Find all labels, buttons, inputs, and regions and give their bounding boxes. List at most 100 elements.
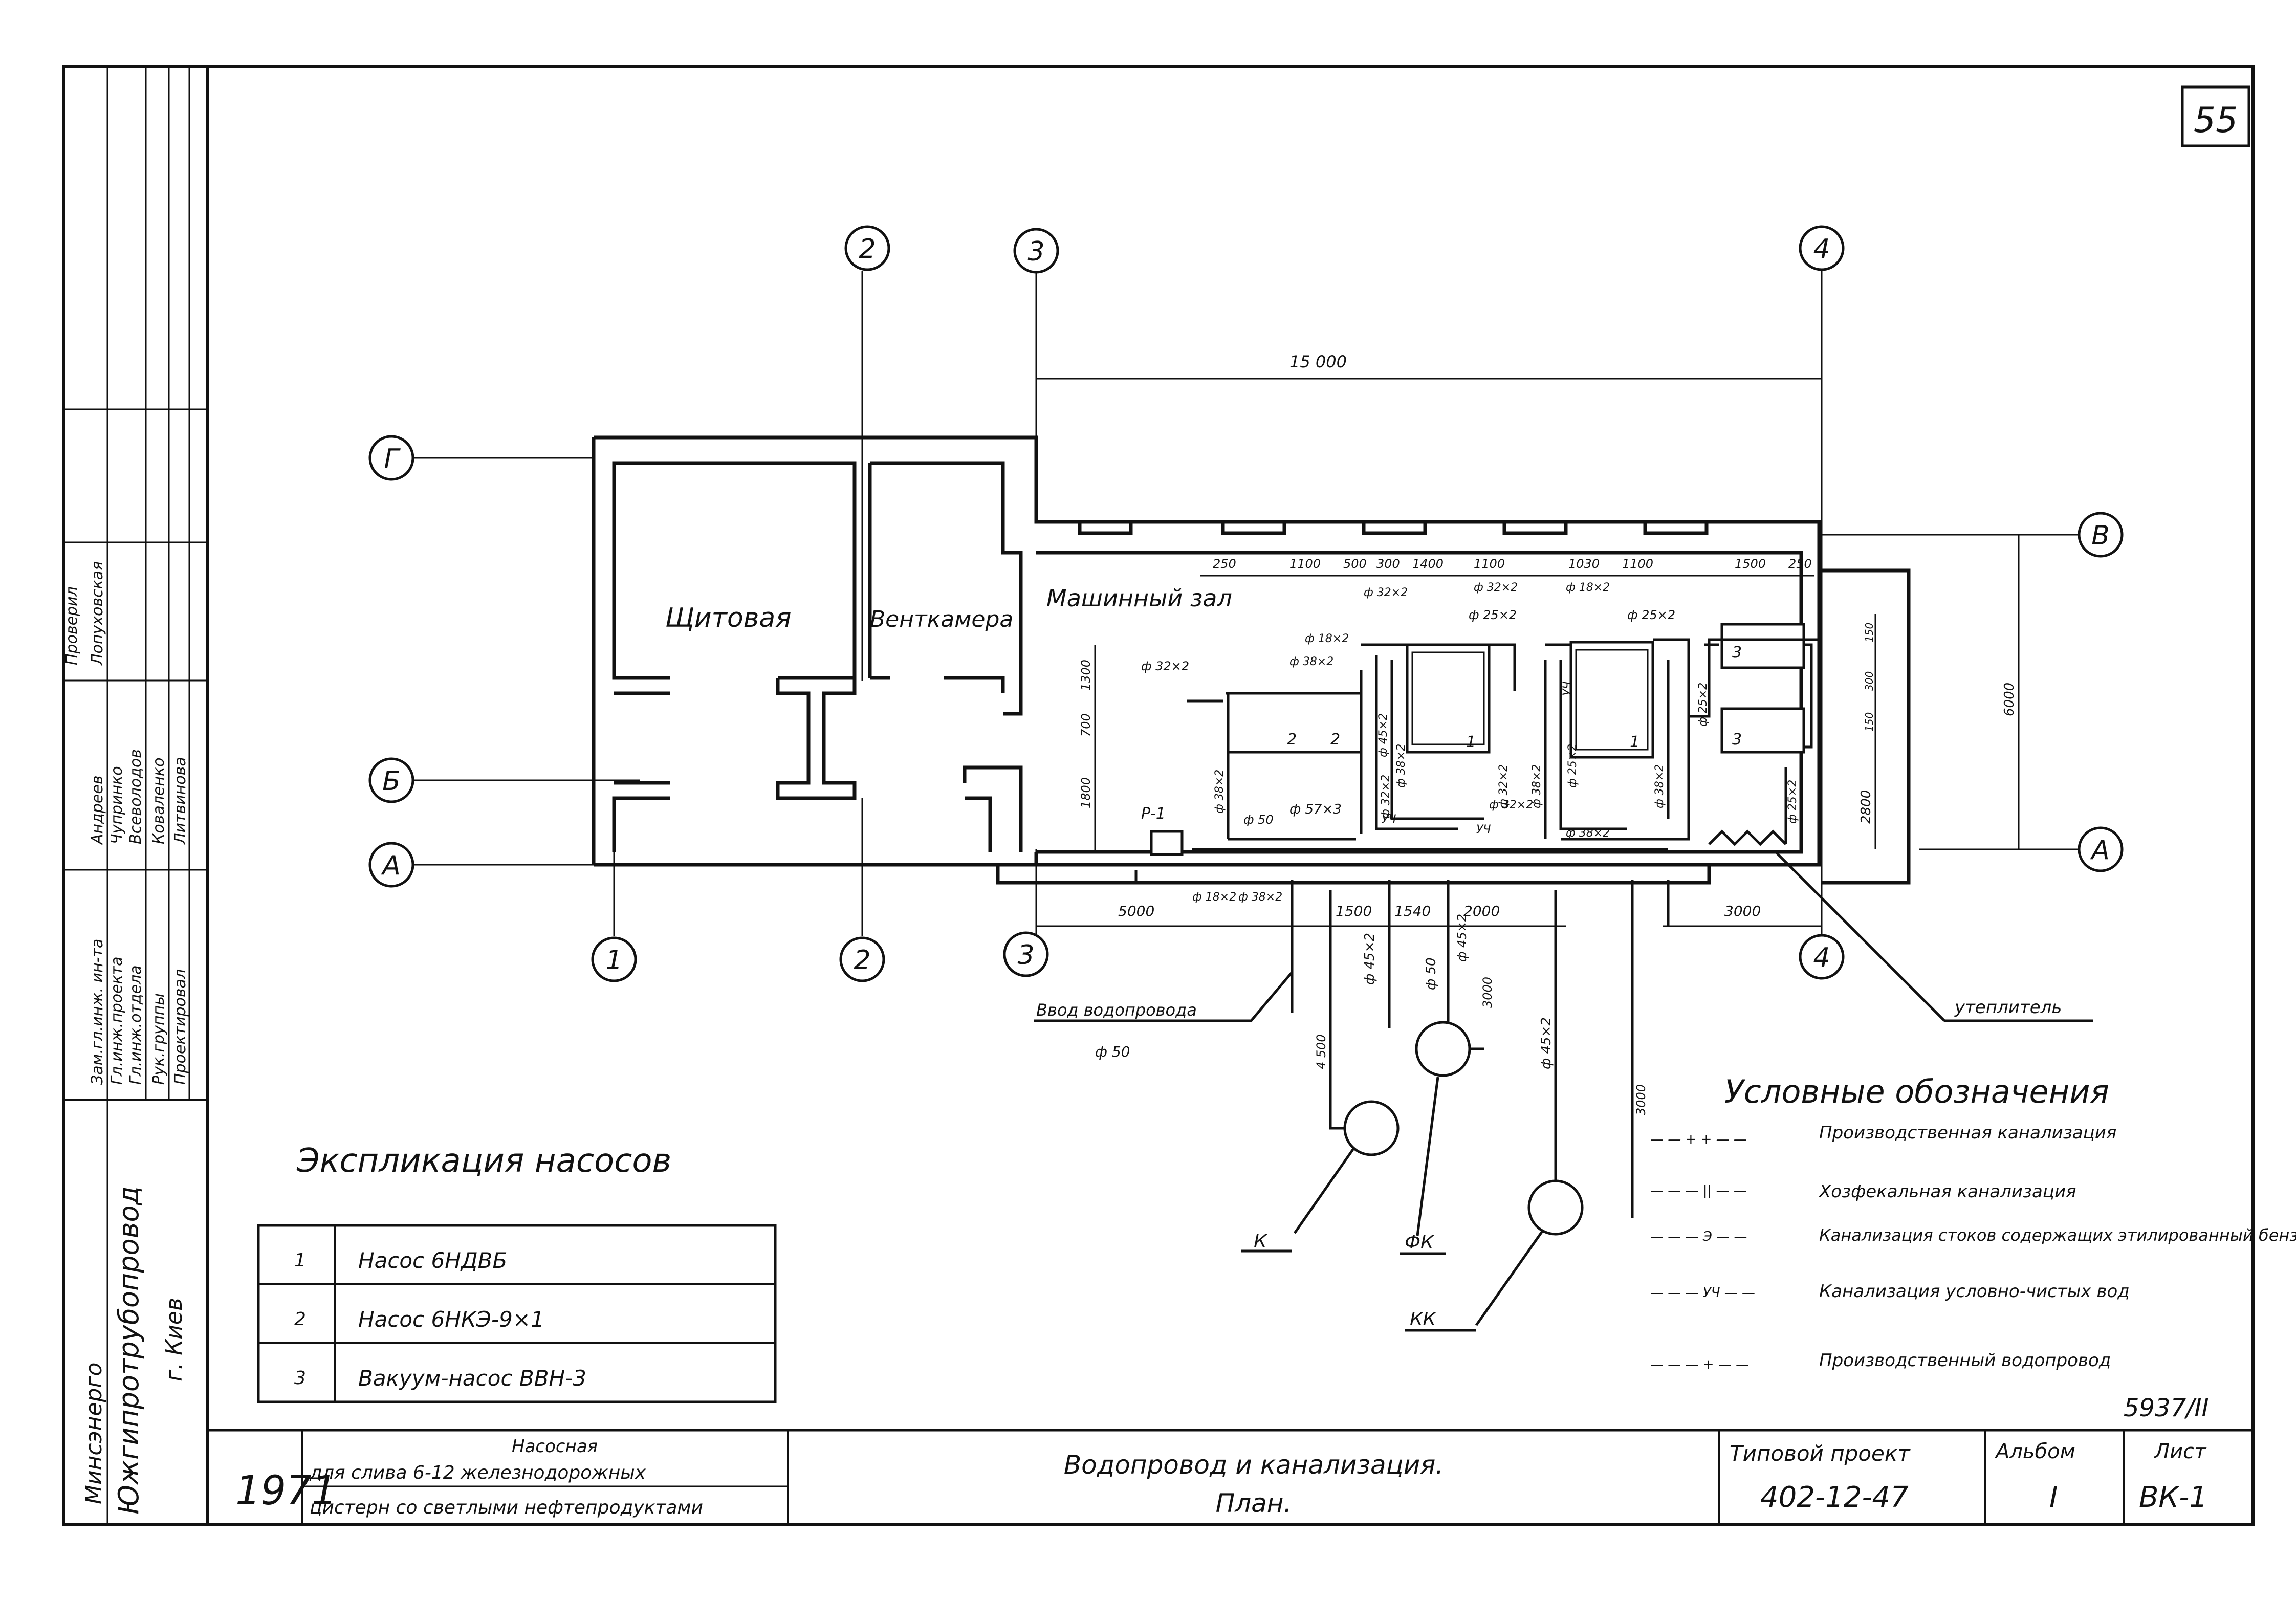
uch-2: УЧ: [1476, 823, 1491, 836]
pump-row-2-name: Насос 6НКЭ-9×1: [358, 1307, 544, 1332]
pipe-13: ф 38×2: [1530, 764, 1543, 808]
stamp-project-label: Типовой проект: [1730, 1441, 1911, 1466]
pipe-12: ф 32×2: [1497, 764, 1510, 808]
dim-top-7: 1030: [1568, 557, 1600, 571]
riser-2: ф 50: [1424, 957, 1439, 990]
side-role-4: Рук.группы: [150, 993, 168, 1085]
legend: Условные обозначения — — + + — — Произво…: [1650, 1073, 2296, 1372]
room-vent-chamber: Венткамера: [870, 606, 1013, 632]
equip-1a: 1: [1466, 733, 1476, 751]
dim-top-4: 300: [1376, 557, 1400, 571]
pump-table: Экспликация насосов 1 Насос 6НДВБ 2 Насо…: [257, 1142, 777, 1403]
axis-left-a: А: [381, 850, 401, 881]
side-name-5: Литвинова: [171, 757, 189, 845]
side-org-1: Минсэнерго: [81, 1363, 107, 1504]
pipe-22: ф 18×2: [1192, 891, 1236, 904]
pipe-24: ф 32×2: [1489, 799, 1533, 812]
dim-small-3: 150: [1863, 712, 1875, 732]
pipe-10: ф 38×2: [1395, 744, 1408, 788]
dim-bottom-3: 1540: [1394, 903, 1431, 919]
dim-bottom-2: 1500: [1336, 903, 1372, 919]
well-kk: КК: [1410, 1309, 1437, 1330]
pipe-20: ф 50: [1243, 813, 1274, 827]
axis-left-b: Б: [382, 766, 401, 797]
legend-text-4: Канализация условно-чистых вод: [1819, 1281, 2130, 1302]
dim-top-5: 1400: [1412, 557, 1444, 571]
pipe-11: ф 32×2: [1380, 775, 1392, 819]
legend-text-2: Хозфекальная канализация: [1818, 1181, 2076, 1202]
pump-row-1-no: 1: [294, 1250, 306, 1271]
dim-bottom-4: 2000: [1463, 903, 1500, 919]
pipe-16: ф 25×2: [1697, 683, 1710, 727]
dim-overall-top: 15 000: [1289, 352, 1347, 371]
stamp-title-1: Водопровод и канализация.: [1064, 1450, 1444, 1480]
riser-dim-2: 3000: [1480, 977, 1495, 1008]
side-org-2: Южгипротрубопровод: [113, 1186, 145, 1515]
stamp-album-label: Альбом: [1994, 1440, 2075, 1463]
axis-bottom-3: 3: [1017, 940, 1034, 971]
pipe-18: ф 25×2: [1786, 780, 1799, 824]
side-name-7: Лопуховская: [89, 561, 106, 666]
axis-top-4: 4: [1813, 234, 1830, 265]
dim-top-6: 1100: [1474, 557, 1505, 571]
stamp-year: 1971: [235, 1468, 337, 1514]
building-plan: [592, 435, 1911, 885]
legend-symbol-4: — — — УЧ — —: [1650, 1285, 1755, 1301]
legend-symbol-5: — — — + — —: [1650, 1357, 1749, 1372]
pump-row-3-name: Вакуум-насос ВВН-3: [358, 1366, 586, 1391]
inlet-label: Ввод водопровода: [1036, 1000, 1197, 1020]
legend-symbol-3: — — — Э — —: [1650, 1229, 1747, 1244]
axis-right-v: В: [2091, 520, 2110, 551]
pipe-6: ф 32×2: [1474, 581, 1518, 594]
dim-small-1: 150: [1863, 623, 1875, 642]
equip-2b: 2: [1330, 731, 1340, 749]
stamp-sheet-label: Лист: [2153, 1440, 2207, 1463]
dim-top-3: 500: [1343, 557, 1367, 571]
side-name-4: Коваленко: [150, 758, 168, 844]
pump-row-3-no: 3: [294, 1368, 306, 1389]
pipe-3: ф 38×2: [1289, 655, 1333, 668]
side-role-1: Зам.гл.инж. ин-та: [89, 939, 106, 1085]
pump-row-1-name: Насос 6НДВБ: [358, 1248, 507, 1273]
pipe-2: ф 32×2: [1364, 586, 1408, 599]
equip-1b: 1: [1630, 733, 1639, 751]
dimension-lines: [1036, 378, 2020, 927]
pipe-7: ф 18×2: [1566, 581, 1610, 594]
axis-left-g: Г: [384, 444, 401, 474]
axis-top-2: 2: [859, 234, 876, 265]
side-role-5: Проектировал: [171, 969, 189, 1085]
legend-text-5: Производственный водопровод: [1819, 1350, 2111, 1371]
pipe-19: ф 38×2: [1566, 827, 1610, 840]
room-machine-hall: Машинный зал: [1046, 584, 1232, 612]
side-role-3: Гл.инж.отдела: [127, 965, 145, 1085]
dim-top-2: 1100: [1289, 557, 1321, 571]
insulation-label: утеплитель: [1954, 997, 2062, 1018]
dim-top-1: 250: [1213, 557, 1236, 571]
stamp-title-2: План.: [1216, 1488, 1292, 1518]
side-city: г. Киев: [161, 1298, 187, 1381]
side-stamp: Минсэнерго Южгипротрубопровод г. Киев За…: [63, 67, 207, 1525]
room-switchboard: Щитовая: [665, 603, 792, 633]
side-name-3: Всеволодов: [127, 749, 145, 844]
axis-bottom-1: 1: [605, 945, 622, 976]
riser-dim-1: 4 500: [1314, 1034, 1328, 1069]
riser-dim-3: 3000: [1634, 1084, 1648, 1115]
stamp-sheet-code: ВК-1: [2139, 1481, 2207, 1514]
dim-bottom-1: 5000: [1118, 903, 1154, 919]
pipe-23: ф 38×2: [1238, 891, 1282, 904]
stamp-object-line3: цистерн со светлыми нефтепродуктами: [310, 1497, 703, 1518]
pump-table-title: Экспликация насосов: [296, 1142, 671, 1180]
well-fk: ФК: [1405, 1232, 1434, 1253]
well-k: К: [1254, 1231, 1267, 1252]
riser-3: ф 45×2: [1455, 914, 1469, 962]
uch-3: УЧ: [1561, 682, 1574, 696]
legend-symbol-2: — — — || — —: [1650, 1183, 1747, 1198]
equip-3a: 3: [1732, 644, 1742, 662]
dim-right-2: 2800: [1858, 790, 1874, 824]
piping: [1034, 638, 2093, 1218]
stamp-project-no: 402-12-47: [1760, 1481, 1909, 1514]
pipe-17: ф 38×2: [1213, 770, 1226, 814]
dim-bottom-5: 3000: [1724, 903, 1761, 919]
dim-left-3: 1800: [1079, 777, 1093, 808]
